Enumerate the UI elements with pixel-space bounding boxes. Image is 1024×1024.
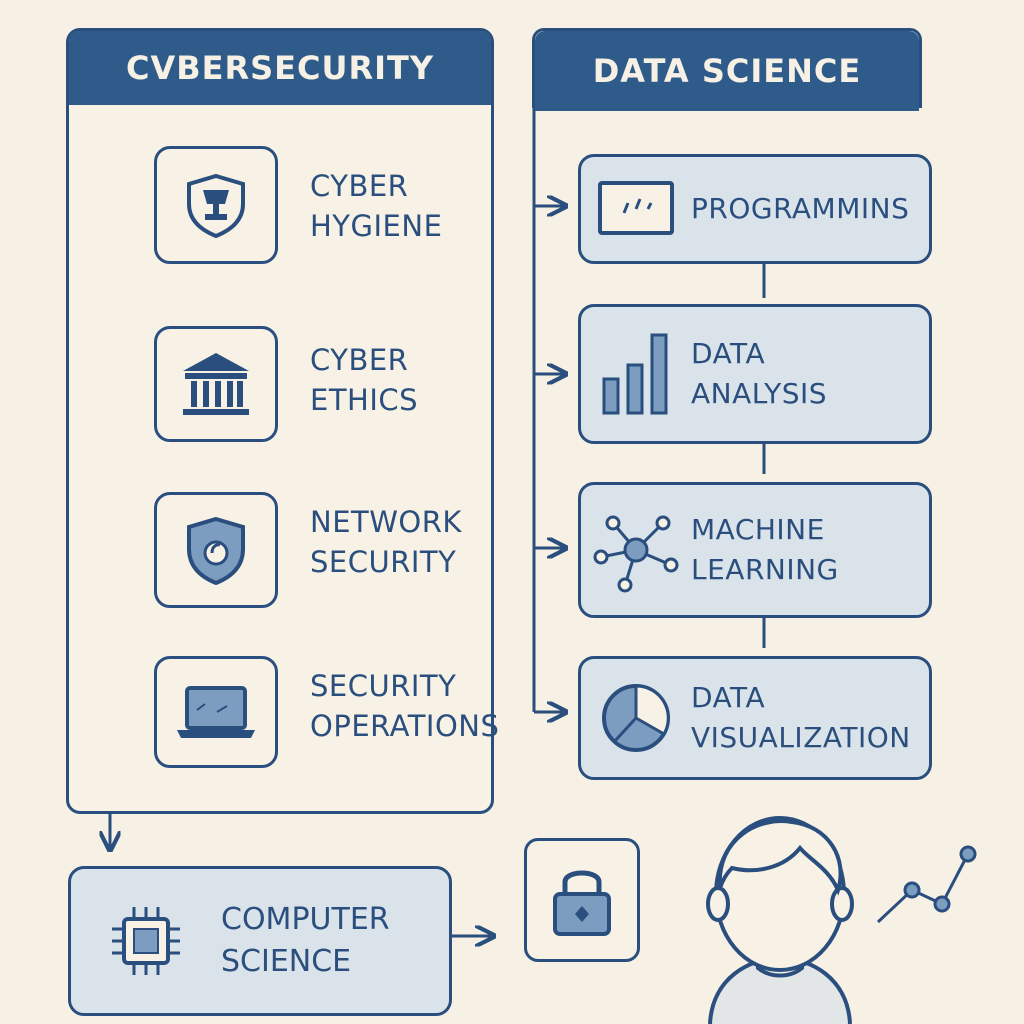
machine-learning-card[interactable]: MACHINE LEARNING (578, 482, 932, 618)
security-operations-label: SECURITY OPERATIONS (310, 669, 500, 743)
trend-line-icon (876, 845, 977, 924)
data-science-title: DATA SCIENCE (535, 31, 919, 111)
data-visualization-card[interactable]: DATA VISUALIZATION (578, 656, 932, 780)
data-analysis-card[interactable]: DATA ANALYSIS (578, 304, 932, 444)
cyber-hygiene-label: CYBER HYGIENE (310, 169, 443, 243)
shield-icon (187, 516, 245, 586)
network-security-icon-box[interactable] (154, 492, 278, 608)
cybersecurity-panel: CVBERSECURITY (66, 28, 494, 814)
cpu-chip-icon (112, 907, 180, 975)
machine-learning-label: MACHINE LEARNING (691, 513, 839, 586)
data-science-panel: DATA SCIENCE (532, 28, 922, 111)
bar-chart-icon (602, 333, 668, 415)
network-security-label: NETWORK SECURITY (310, 505, 462, 579)
network-node-icon (593, 515, 679, 593)
computer-science-label: COMPUTER SCIENCE (221, 902, 390, 979)
pie-chart-icon (602, 684, 670, 752)
cyber-ethics-icon-box[interactable] (154, 326, 278, 442)
lock-box[interactable] (524, 838, 640, 962)
programming-card[interactable]: PROGRAMMINS (578, 154, 932, 264)
courthouse-icon (183, 353, 249, 415)
cybersecurity-title: CVBERSECURITY (69, 31, 491, 105)
data-visualization-label: DATA VISUALIZATION (691, 681, 911, 754)
padlock-icon (553, 870, 611, 936)
programming-label: PROGRAMMINS (691, 192, 910, 225)
computer-science-card[interactable]: COMPUTER SCIENCE (68, 866, 452, 1016)
laptop-icon (177, 686, 255, 738)
cyber-hygiene-icon-box[interactable] (154, 146, 278, 264)
person-icon (706, 816, 854, 1024)
monitor-code-icon (598, 181, 674, 235)
data-analysis-label: DATA ANALYSIS (691, 337, 828, 410)
security-operations-icon-box[interactable] (154, 656, 278, 768)
cyber-ethics-label: CYBER ETHICS (310, 343, 419, 417)
shield-trophy-icon (187, 173, 245, 239)
